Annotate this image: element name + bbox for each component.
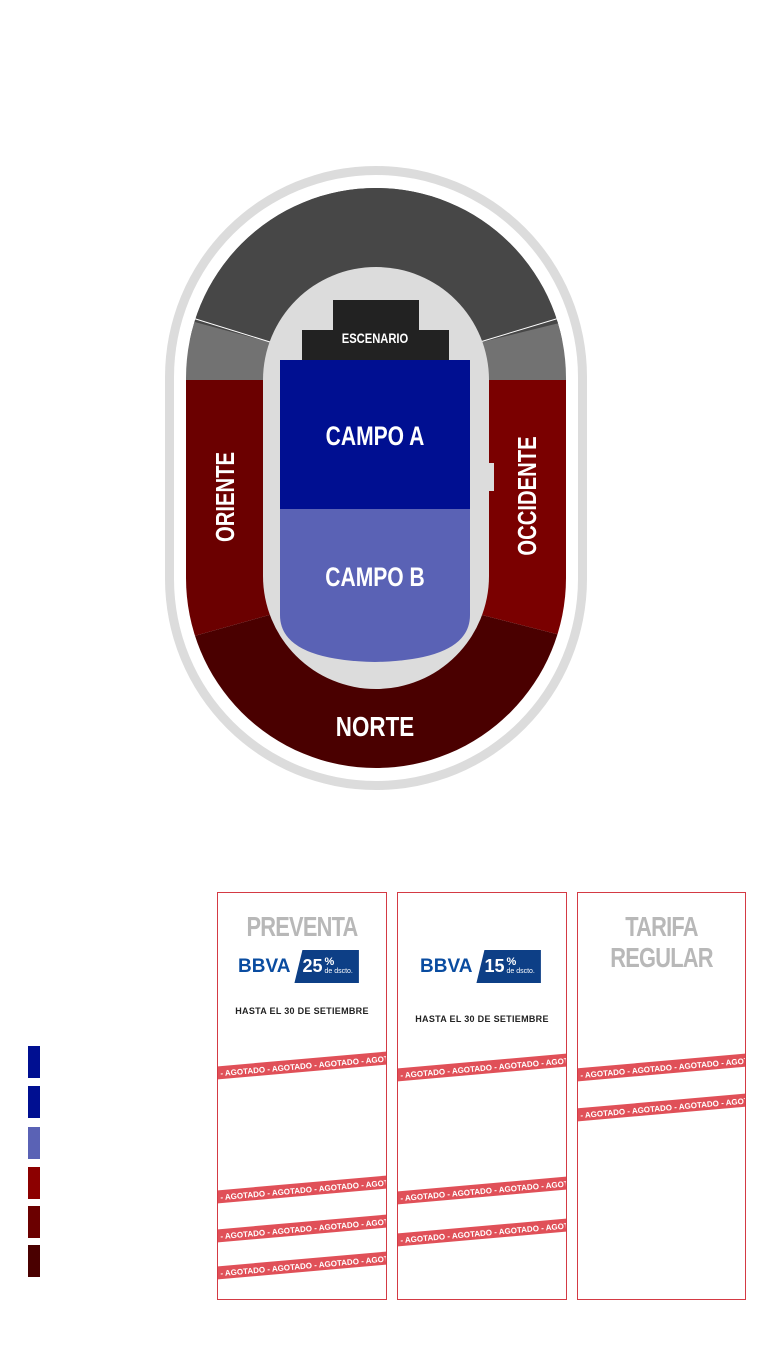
panel-tarifa-title-1: TARIFA [625, 911, 698, 942]
stand-occidente[interactable] [470, 380, 580, 640]
sold-out-ribbon: - AGOTADO - AGOTADO - AGOTADO - AGOTADO … [398, 1176, 566, 1205]
legend-swatch-campo-a-2 [28, 1086, 40, 1118]
sold-out-strip: - AGOTADO - AGOTADO - AGOTADO - AGOTADO … [398, 1176, 566, 1205]
sold-out-ribbon: - AGOTADO - AGOTADO - AGOTADO - AGOTADO … [218, 1214, 386, 1243]
stand-southeast[interactable] [470, 315, 580, 380]
legend-swatch-campo-a-1 [28, 1046, 40, 1078]
bbva-promo-15: BBVA 15 %de dscto. [420, 950, 541, 983]
bbva-promo-25: BBVA 25 %de dscto. [238, 950, 359, 983]
sold-out-ribbon: - AGOTADO - AGOTADO - AGOTADO - AGOTADO … [398, 1218, 566, 1247]
discount-value: 25 [302, 956, 323, 976]
sold-out-strip: - AGOTADO - AGOTADO - AGOTADO - AGOTADO … [398, 1053, 566, 1082]
promo-deadline: HASTA EL 30 DE SETIEMBRE [235, 1006, 369, 1016]
stadium-map: ESCENARIO CAMPO A CAMPO B ORIENTE OCCIDE… [165, 166, 587, 790]
panel-preventa: PREVENTA BBVA 25 %de dscto. HASTA EL 30 … [217, 892, 387, 1300]
sold-out-strip: - AGOTADO - AGOTADO - AGOTADO - AGOTADO … [578, 1093, 745, 1122]
bbva-logo: BBVA [238, 955, 291, 977]
legend-swatch-campo-b [28, 1127, 40, 1159]
discount-note: de dscto. [324, 968, 353, 975]
occidente-label: OCCIDENTE [513, 436, 542, 555]
sold-out-ribbon: - AGOTADO - AGOTADO - AGOTADO - AGOTADO … [218, 1175, 386, 1204]
bbva-logo: BBVA [420, 955, 473, 977]
stand-oriente[interactable] [180, 380, 280, 640]
panel-tarifa-title-2: REGULAR [610, 942, 713, 973]
sold-out-ribbon: - AGOTADO - AGOTADO - AGOTADO - AGOTADO … [398, 1053, 566, 1082]
sold-out-ribbon: - AGOTADO - AGOTADO - AGOTADO - AGOTADO … [578, 1053, 745, 1082]
zone-campo-a[interactable] [280, 360, 470, 509]
discount-note: de dscto. [506, 968, 535, 975]
sold-out-strip: - AGOTADO - AGOTADO - AGOTADO - AGOTADO … [398, 1218, 566, 1247]
sold-out-strip: - AGOTADO - AGOTADO - AGOTADO - AGOTADO … [218, 1214, 386, 1243]
legend-swatch-norte [28, 1245, 40, 1277]
stand-southwest[interactable] [180, 315, 280, 380]
discount-suffix: % [506, 956, 517, 968]
panel-bbva-15: BBVA 15 %de dscto. HASTA EL 30 DE SETIEM… [397, 892, 567, 1300]
panel-tarifa-regular: TARIFA REGULAR - AGOTADO - AGOTADO - AGO… [577, 892, 746, 1300]
sold-out-strip: - AGOTADO - AGOTADO - AGOTADO - AGOTADO … [578, 1053, 745, 1082]
campo-a-label: CAMPO A [326, 422, 425, 452]
stage-label: ESCENARIO [342, 331, 409, 346]
oriente-label: ORIENTE [211, 452, 240, 542]
sold-out-ribbon: - AGOTADO - AGOTADO - AGOTADO - AGOTADO … [218, 1251, 386, 1280]
discount-value: 15 [484, 956, 505, 976]
sold-out-strip: - AGOTADO - AGOTADO - AGOTADO - AGOTADO … [218, 1251, 386, 1280]
legend-swatch-oriente [28, 1206, 40, 1238]
legend-swatch-occidente [28, 1167, 40, 1199]
discount-badge: 15 %de dscto. [476, 950, 541, 983]
discount-suffix: % [324, 956, 335, 968]
discount-badge: 25 %de dscto. [294, 950, 359, 983]
sold-out-ribbon: - AGOTADO - AGOTADO - AGOTADO - AGOTADO … [578, 1093, 745, 1122]
stage [302, 330, 449, 360]
sold-out-strip: - AGOTADO - AGOTADO - AGOTADO - AGOTADO … [218, 1051, 386, 1080]
zone-campo-b[interactable] [280, 509, 470, 662]
panel-preventa-title: PREVENTA [246, 911, 358, 942]
campo-b-label: CAMPO B [325, 563, 424, 593]
norte-label: NORTE [336, 712, 414, 743]
sold-out-strip: - AGOTADO - AGOTADO - AGOTADO - AGOTADO … [218, 1175, 386, 1204]
promo-deadline: HASTA EL 30 DE SETIEMBRE [415, 1014, 549, 1024]
sold-out-ribbon: - AGOTADO - AGOTADO - AGOTADO - AGOTADO … [218, 1051, 386, 1080]
